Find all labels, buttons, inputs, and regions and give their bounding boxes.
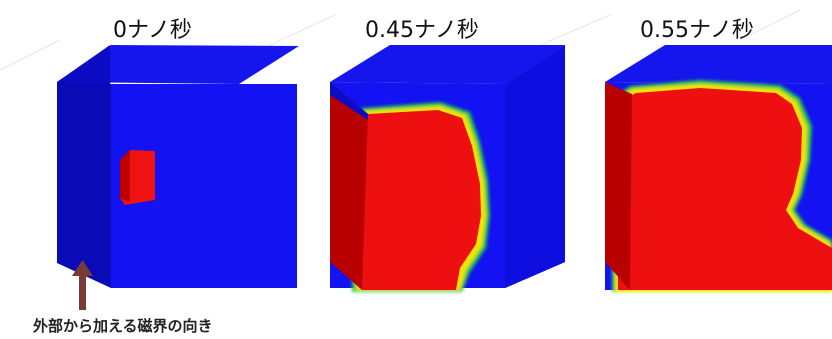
reversed-domain-side-0-45ns xyxy=(330,82,368,290)
time-label-0ns: 0ナノ秒 xyxy=(113,18,192,43)
cube-0-45ns-right-face xyxy=(505,45,565,288)
cube-0ns-front-face xyxy=(111,84,297,288)
cube-0-55ns xyxy=(605,45,832,292)
cube-0-45ns-left-upper xyxy=(330,82,368,120)
cube-0ns-top-face xyxy=(57,45,299,84)
initial-reversed-domain-side xyxy=(120,150,130,202)
cube-0-55ns-top-face xyxy=(605,45,832,84)
cube-0-45ns xyxy=(330,45,565,292)
up-arrow-icon xyxy=(72,260,93,310)
reversed-domain-front-0-45ns xyxy=(362,110,481,290)
cube-0ns-left-face-shade xyxy=(57,82,111,288)
cube-0-45ns-top-face xyxy=(330,45,565,84)
time-label-0-55ns: 0.55ナノ秒 xyxy=(640,18,754,43)
time-label-0-45ns: 0.45ナノ秒 xyxy=(365,18,479,43)
field-direction-caption: 外部から加える磁界の向き xyxy=(33,317,213,335)
reversed-domain-side-0-55ns xyxy=(605,82,632,290)
reversed-domain-front-0-55ns xyxy=(618,88,832,290)
background-lines xyxy=(0,9,801,71)
cube-0ns xyxy=(57,45,299,288)
